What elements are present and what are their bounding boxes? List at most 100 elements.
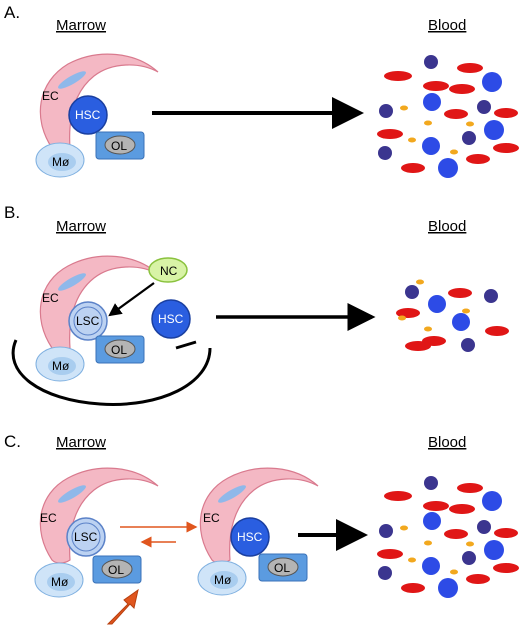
lsc-nucleus — [73, 306, 103, 336]
red-blood-cell — [494, 108, 518, 118]
macrophage-label-left: Mø — [51, 575, 69, 589]
hsc-cell — [151, 299, 191, 339]
platelet — [408, 557, 416, 563]
red-blood-cell — [485, 326, 509, 336]
granulocyte — [482, 491, 502, 511]
ec-label: EC — [42, 291, 59, 305]
red-blood-cell — [449, 84, 475, 94]
ec-label-right: EC — [203, 511, 220, 525]
feedback-loop — [11, 339, 212, 406]
inhibition-bar — [175, 340, 197, 350]
osteoblast-nucleus — [267, 557, 299, 577]
red-blood-cell — [423, 81, 449, 91]
hsc-cell — [68, 95, 108, 135]
ol-label: OL — [111, 343, 127, 357]
endothelial-nucleus — [58, 485, 86, 503]
granulocyte — [423, 93, 441, 111]
platelet — [424, 120, 432, 126]
endothelial-nucleus — [218, 485, 246, 503]
red-blood-cell — [405, 341, 431, 351]
red-blood-cell — [423, 501, 449, 511]
platelet — [450, 149, 458, 155]
panel-b-marrow-heading: Marrow — [56, 218, 106, 235]
platelet — [400, 525, 408, 531]
lymphocyte — [405, 285, 419, 299]
red-blood-cell — [457, 483, 483, 493]
platelet — [424, 326, 432, 332]
lymphocyte — [462, 551, 476, 565]
granulocyte — [438, 158, 458, 178]
macrophage-nucleus — [48, 153, 76, 171]
platelet — [398, 315, 406, 321]
red-blood-cell — [448, 288, 472, 298]
lymphocyte — [379, 104, 393, 118]
lsc-nucleus — [71, 522, 101, 552]
granulocyte — [422, 557, 440, 575]
lymphocyte — [424, 476, 438, 490]
platelet — [416, 279, 424, 285]
panel-a-blood-heading: Blood — [428, 17, 466, 34]
granulocyte — [428, 295, 446, 313]
platelet — [466, 541, 474, 547]
lsc-cell — [68, 301, 108, 341]
macrophage-nucleus — [47, 573, 75, 591]
platelet — [462, 308, 470, 314]
lymphocyte — [379, 524, 393, 538]
niche-cell — [148, 257, 188, 283]
granulocyte — [452, 313, 470, 331]
red-blood-cell — [449, 504, 475, 514]
red-blood-cell — [401, 583, 425, 593]
osteoblast-nucleus — [101, 559, 133, 579]
endothelial-nucleus — [58, 273, 86, 291]
blood-cluster-b — [396, 279, 509, 352]
lymphocyte — [477, 520, 491, 534]
granulocyte — [423, 512, 441, 530]
red-blood-cell — [377, 549, 403, 559]
panel-c-blood-heading: Blood — [428, 434, 466, 451]
panel-b: B. Marrow Blood EC LSC NC HSC OL Mø — [4, 203, 509, 406]
macrophage-label-right: Mø — [214, 573, 232, 587]
osteoblast-nucleus — [104, 135, 136, 155]
lymphocyte — [424, 55, 438, 69]
blood-cluster-c — [377, 476, 519, 598]
red-blood-cell — [494, 528, 518, 538]
nc-label: NC — [160, 264, 178, 278]
ec-label-left: EC — [40, 511, 57, 525]
panel-a: A. Marrow Blood EC HSC OL Mø — [4, 3, 519, 178]
lymphocyte — [462, 131, 476, 145]
platelet — [450, 569, 458, 575]
macrophage-nucleus — [210, 571, 238, 589]
hsc-label: HSC — [237, 530, 263, 544]
lsc-cell — [66, 517, 106, 557]
platelet — [408, 137, 416, 143]
platelet — [400, 105, 408, 111]
panel-c-letter: C. — [4, 432, 21, 451]
ol-label: OL — [111, 139, 127, 153]
red-blood-cell — [493, 143, 519, 153]
panel-b-blood-heading: Blood — [428, 218, 466, 235]
lsc-label: LSC — [74, 530, 98, 544]
lymphocyte — [378, 566, 392, 580]
lsc-label: LSC — [76, 314, 100, 328]
blood-cluster-a — [377, 55, 519, 178]
platelet — [424, 540, 432, 546]
macrophage-label: Mø — [52, 155, 70, 169]
macrophage-label: Mø — [52, 359, 70, 373]
hsc-cell — [230, 517, 270, 557]
panel-c: C. Marrow Blood EC LSC OL Mø EC HSC — [4, 432, 519, 625]
red-blood-cell — [384, 491, 412, 501]
red-blood-cell — [466, 574, 490, 584]
red-blood-cell — [444, 109, 468, 119]
red-blood-cell — [384, 71, 412, 81]
ol-label-left: OL — [108, 563, 124, 577]
ol-label-right: OL — [274, 561, 290, 575]
red-blood-cell — [457, 63, 483, 73]
nc-to-lsc-arrow — [108, 282, 155, 317]
lymphocyte — [484, 289, 498, 303]
granulocyte — [484, 540, 504, 560]
red-blood-cell — [444, 529, 468, 539]
macrophage-nucleus — [48, 357, 76, 375]
panel-a-marrow-heading: Marrow — [56, 17, 106, 34]
